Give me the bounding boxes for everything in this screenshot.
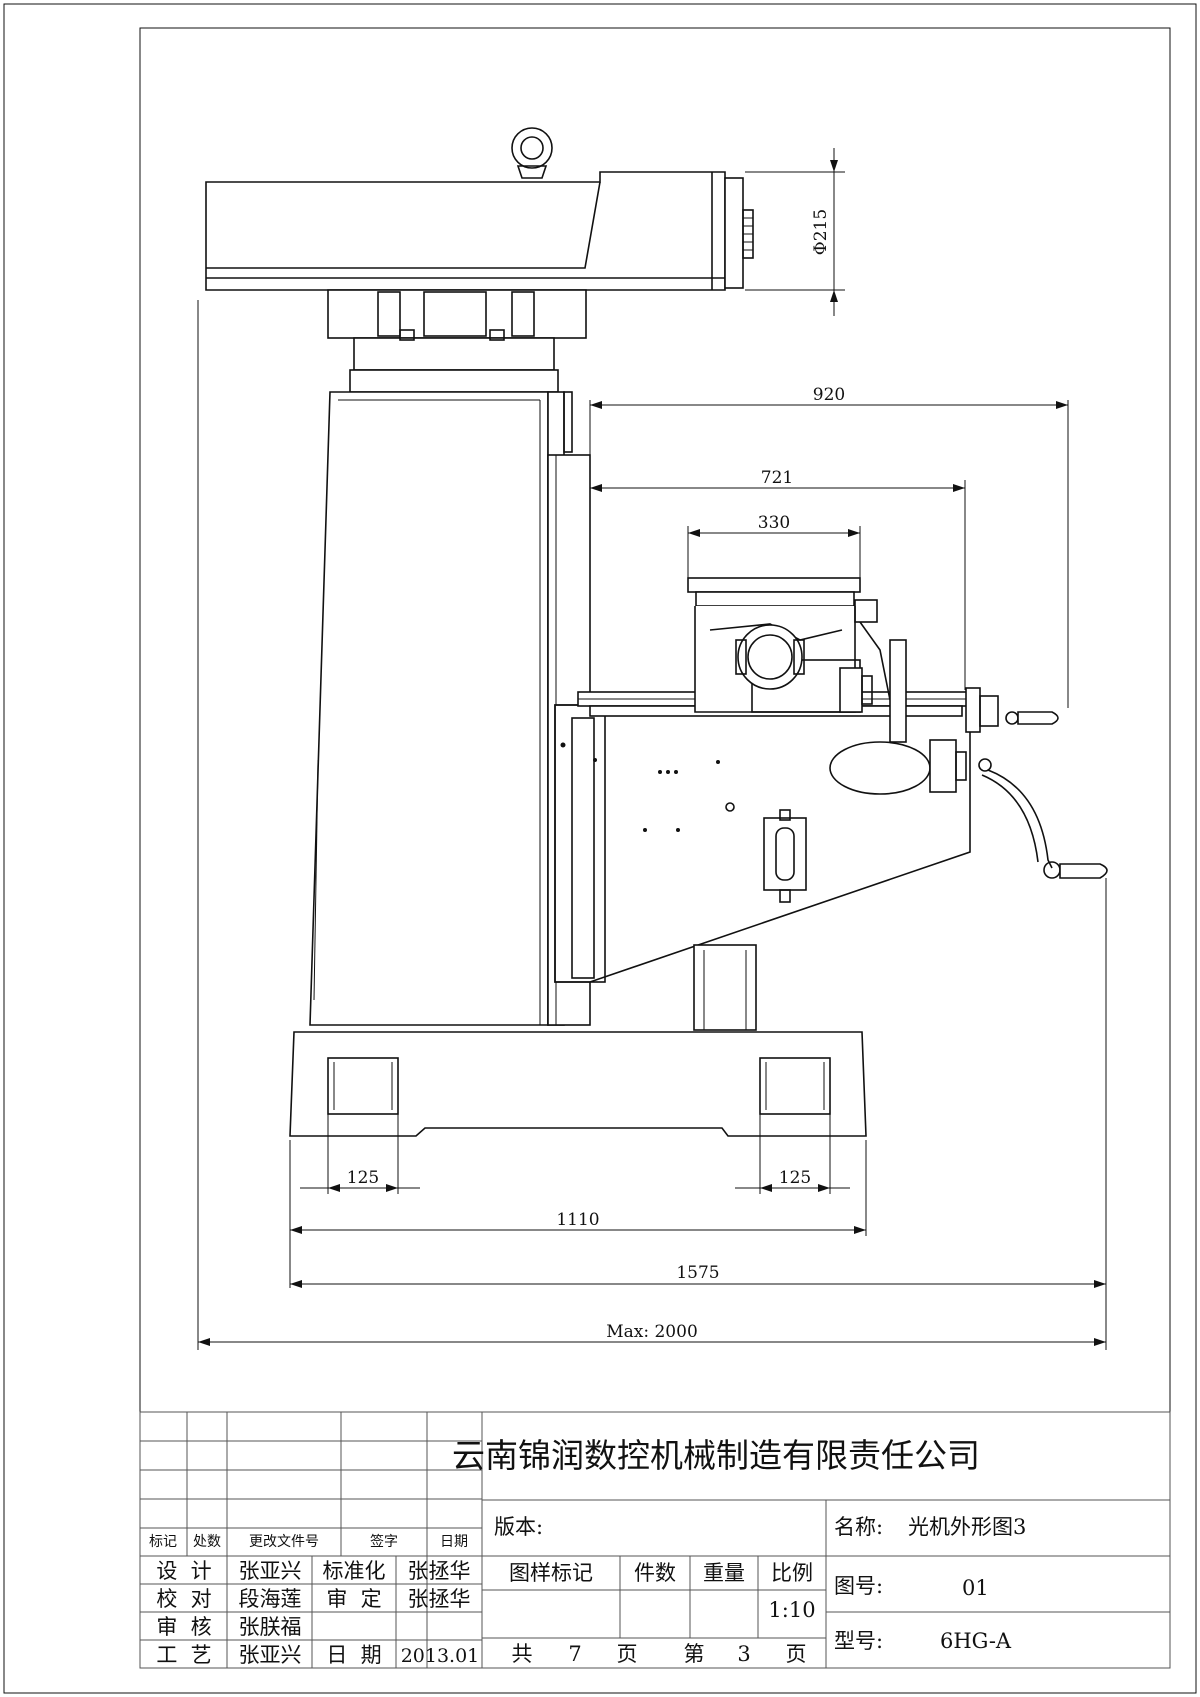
rev-header-date: 日期: [440, 1534, 468, 1550]
rev-header-sign: 签字: [370, 1533, 398, 1550]
standard-label: 标准化: [323, 1559, 386, 1583]
check-name: 段海莲: [239, 1587, 302, 1611]
dim-125-left: 125: [347, 1168, 379, 1188]
total-value: 7: [568, 1642, 581, 1666]
sheet-page-unit: 页: [786, 1642, 807, 1666]
date-value: 2013.01: [401, 1645, 480, 1667]
company-name: 云南锦润数控机械制造有限责任公司: [452, 1436, 980, 1475]
dim-721: 721: [761, 468, 793, 488]
dim-125-right: 125: [779, 1168, 811, 1188]
dim-330: 330: [758, 513, 790, 533]
model-label: 型号:: [834, 1629, 883, 1653]
audit-name: 张朕福: [239, 1615, 302, 1639]
dim-diameter: Φ215: [811, 209, 831, 255]
approve-name: 张拯华: [408, 1587, 471, 1611]
design-label: 设 计: [156, 1559, 211, 1583]
dimension-lines: [197, 148, 1107, 1350]
sheet-label: 第: [684, 1642, 705, 1666]
scale-value: 1:10: [768, 1598, 815, 1622]
approve-label: 审 定: [326, 1587, 381, 1611]
weight-label: 重量: [703, 1561, 745, 1585]
model-value: 6HG-A: [940, 1629, 1012, 1653]
date-label: 日 期: [326, 1643, 381, 1667]
title-block: [139, 1411, 1171, 1669]
check-label: 校 对: [156, 1587, 211, 1611]
dim-920: 920: [813, 385, 845, 405]
process-name: 张亚兴: [239, 1643, 302, 1667]
machine-drawing: [205, 127, 1108, 1137]
total-page-unit: 页: [617, 1642, 638, 1666]
audit-label: 审 核: [156, 1615, 211, 1639]
scale-label: 比例: [771, 1561, 813, 1585]
dim-1110: 1110: [556, 1210, 599, 1230]
drawing-no-label: 图号:: [834, 1574, 883, 1598]
standard-name: 张拯华: [408, 1559, 471, 1583]
total-label: 共: [512, 1642, 533, 1666]
outer-border: [3, 3, 1197, 1694]
rev-header-mark: 标记: [149, 1534, 177, 1550]
drawing-no-value: 01: [962, 1576, 989, 1600]
rev-header-docno: 更改文件号: [249, 1534, 319, 1550]
rev-header-count: 处数: [193, 1534, 221, 1550]
design-name: 张亚兴: [239, 1559, 302, 1583]
name-value: 光机外形图3: [908, 1515, 1026, 1539]
version-label: 版本:: [494, 1515, 543, 1539]
name-label: 名称:: [834, 1515, 883, 1539]
dim-1575: 1575: [676, 1263, 719, 1283]
process-label: 工 艺: [156, 1643, 211, 1667]
sample-mark-label: 图样标记: [509, 1561, 593, 1585]
dim-max-2000: Max: 2000: [606, 1322, 698, 1342]
pieces-label: 件数: [634, 1561, 676, 1585]
sheet-value: 3: [737, 1642, 750, 1666]
